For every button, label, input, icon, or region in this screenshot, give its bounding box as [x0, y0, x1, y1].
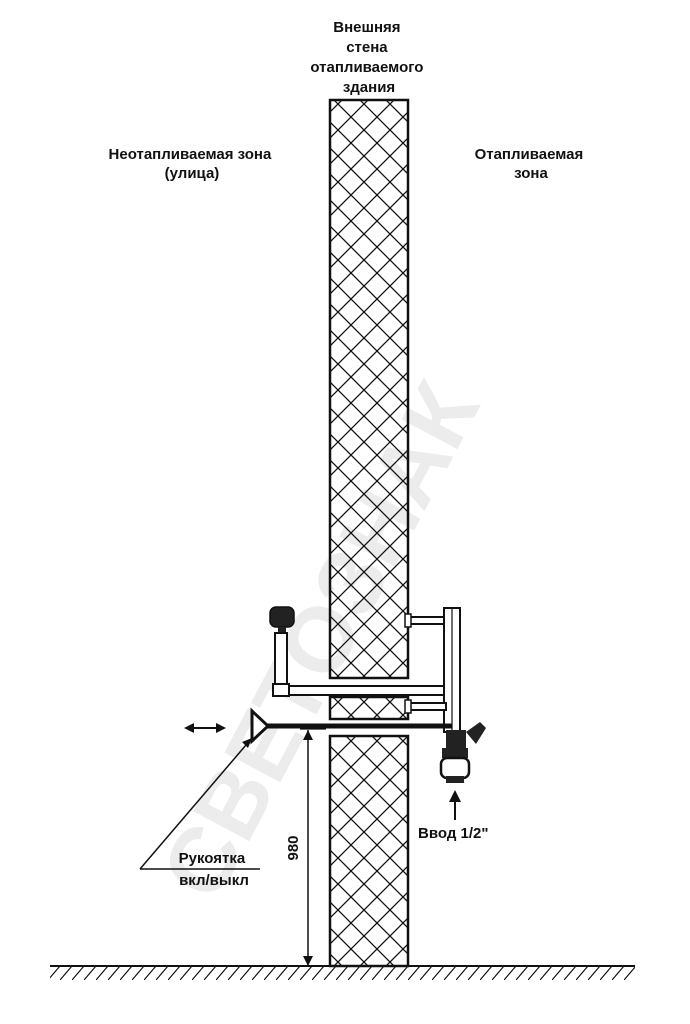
handle-label: Рукоятка вкл/выкл: [179, 850, 250, 889]
inlet-arrow-icon: [449, 790, 461, 820]
wall-upper-section: [328, 98, 410, 680]
wall-label: Внешняя стена отапливаемого здания: [310, 19, 427, 96]
double-arrow-icon: [184, 723, 226, 733]
control-rod: [250, 707, 452, 745]
wall-lower-section: [328, 734, 410, 968]
inlet-label: Ввод 1/2": [418, 825, 488, 842]
indoor-valve: [439, 722, 486, 783]
height-value-label: 980: [285, 835, 302, 860]
handle-leader: [139, 737, 260, 870]
heated-zone-label: Отапливаемая зона: [475, 146, 588, 182]
wall-middle-block: [328, 695, 410, 721]
unheated-zone-label: Неотапливаемая зона (улица): [109, 146, 276, 182]
ground: [50, 965, 635, 980]
indoor-riser: [404, 607, 461, 733]
height-dimension: [300, 728, 326, 966]
handle-triangle-icon: [250, 707, 271, 745]
